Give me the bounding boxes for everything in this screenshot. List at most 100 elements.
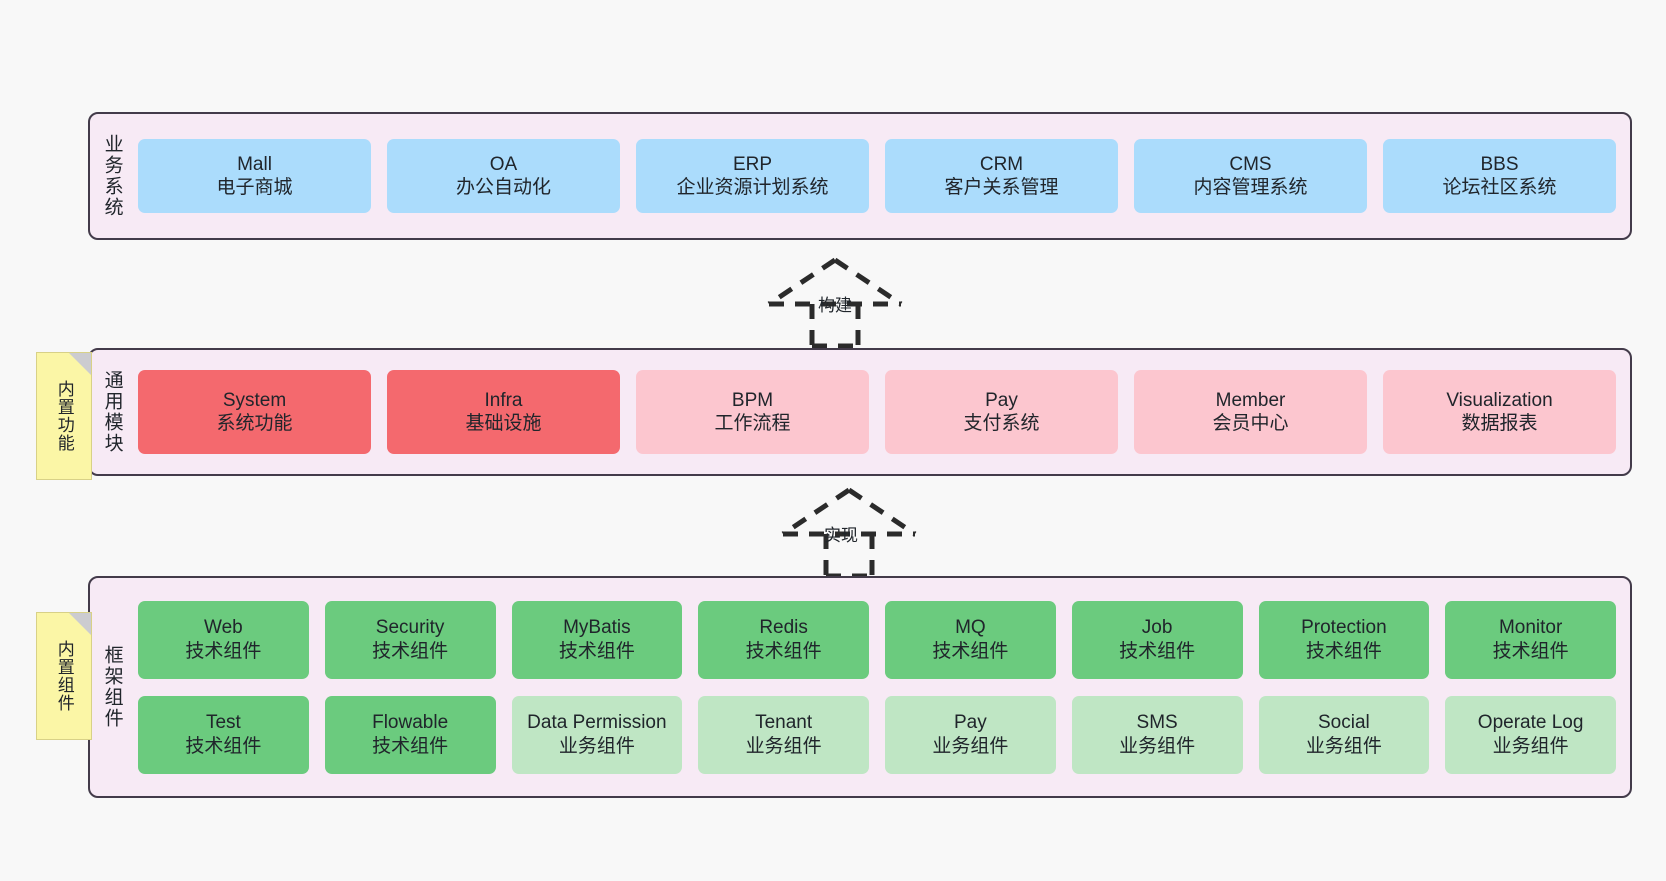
card-protection[interactable]: Protection 技术组件 [1258,600,1430,679]
card-pay-component[interactable]: Pay 业务组件 [885,695,1056,774]
card-title: SMS [1136,712,1178,734]
card-monitor[interactable]: Monitor 技术组件 [1445,600,1616,679]
card-sms[interactable]: SMS 业务组件 [1071,695,1243,774]
card-title: Member [1215,389,1286,411]
card-web[interactable]: Web 技术组件 [138,600,309,679]
card-subtitle: 企业资源计划系统 [676,177,829,198]
card-subtitle: 技术组件 [372,735,449,757]
card-title: BPM [731,389,774,411]
layer-body-business-system: Mall 电子商城 OA 办公自动化 ERP 企业资源计划系统 CRM 客户关系… [134,114,1630,238]
card-subtitle: 技术组件 [185,640,262,662]
card-title: Flowable [372,712,449,734]
card-subtitle: 工作流程 [714,413,791,434]
card-test[interactable]: Test 技术组件 [138,695,309,774]
card-subtitle: 业务组件 [932,735,1009,757]
card-subtitle: 技术组件 [1305,640,1382,662]
card-subtitle: 技术组件 [185,735,262,757]
card-mall[interactable]: Mall 电子商城 [138,139,371,213]
card-subtitle: 业务组件 [1492,735,1569,757]
card-title: CMS [1229,153,1272,175]
card-title: Data Permission [527,712,667,734]
card-flowable[interactable]: Flowable 技术组件 [324,695,496,774]
card-title: OA [489,153,518,175]
card-title: MyBatis [563,617,631,639]
card-title: Monitor [1498,617,1563,639]
card-subtitle: 技术组件 [372,640,449,662]
card-visualization[interactable]: Visualization 数据报表 [1383,370,1616,454]
card-title: Job [1141,617,1173,639]
card-title: Pay [985,389,1018,411]
connector-build-label: 构建 [818,296,852,315]
card-bpm[interactable]: BPM 工作流程 [636,370,869,454]
card-job[interactable]: Job 技术组件 [1071,600,1243,679]
card-subtitle: 业务组件 [558,735,635,757]
card-subtitle: 电子商城 [216,177,293,198]
card-subtitle: 数据报表 [1461,413,1538,434]
layer-framework-component: 框架组件 Web 技术组件 Security 技术组件 MyBatis 技术组件… [88,576,1632,798]
card-pay-module[interactable]: Pay 支付系统 [885,370,1118,454]
card-subtitle: 会员中心 [1212,413,1289,434]
card-tenant[interactable]: Tenant 业务组件 [698,695,869,774]
card-title: Visualization [1446,389,1553,411]
card-subtitle: 支付系统 [963,413,1040,434]
card-subtitle: 业务组件 [745,735,822,757]
card-subtitle: 技术组件 [1119,640,1196,662]
layer-common-module: 通用模块 System 系统功能 Infra 基础设施 BPM 工作流程 Pay… [88,348,1632,476]
card-subtitle: 系统功能 [216,413,293,434]
card-title: Infra [484,389,523,411]
card-subtitle: 客户关系管理 [944,177,1059,198]
card-title: Operate Log [1477,712,1584,734]
note-builtin-function: 内置功能 [36,352,92,480]
card-mybatis[interactable]: MyBatis 技术组件 [511,600,683,679]
note-builtin-component: 内置组件 [36,612,92,740]
card-title: ERP [732,153,773,175]
layer-body-common-module: System 系统功能 Infra 基础设施 BPM 工作流程 Pay 支付系统… [134,350,1630,474]
layer-title-common-module: 通用模块 [101,370,123,454]
card-system[interactable]: System 系统功能 [138,370,371,454]
card-title: Protection [1301,617,1387,639]
card-title: Redis [759,617,808,639]
layer-business-system: 业务系统 Mall 电子商城 OA 办公自动化 ERP 企业资源计划系统 CRM… [88,112,1632,240]
card-row: System 系统功能 Infra 基础设施 BPM 工作流程 Pay 支付系统… [138,370,1616,454]
card-security[interactable]: Security 技术组件 [324,600,496,679]
card-crm[interactable]: CRM 客户关系管理 [885,139,1118,213]
card-member[interactable]: Member 会员中心 [1134,370,1367,454]
layer-title-framework-component: 框架组件 [101,645,123,729]
card-title: Security [375,617,445,639]
card-title: Test [205,712,241,734]
card-operate-log[interactable]: Operate Log 业务组件 [1445,695,1616,774]
card-title: Mall [237,153,272,175]
card-erp[interactable]: ERP 企业资源计划系统 [636,139,869,213]
card-title: Web [204,617,243,639]
card-social[interactable]: Social 业务组件 [1258,695,1430,774]
card-row: Mall 电子商城 OA 办公自动化 ERP 企业资源计划系统 CRM 客户关系… [138,139,1616,213]
card-subtitle: 技术组件 [932,640,1009,662]
card-data-permission[interactable]: Data Permission 业务组件 [511,695,683,774]
card-title: CRM [979,153,1024,175]
card-row: Web 技术组件 Security 技术组件 MyBatis 技术组件 Redi… [138,600,1616,679]
card-bbs[interactable]: BBS 论坛社区系统 [1383,139,1616,213]
card-title: Pay [954,712,987,734]
card-title: BBS [1480,153,1519,175]
card-mq[interactable]: MQ 技术组件 [885,600,1056,679]
card-subtitle: 业务组件 [1305,735,1382,757]
card-subtitle: 内容管理系统 [1193,177,1308,198]
card-title: MQ [955,617,986,639]
card-subtitle: 技术组件 [1492,640,1569,662]
card-oa[interactable]: OA 办公自动化 [387,139,620,213]
connector-realize-label: 实现 [824,526,858,545]
card-subtitle: 技术组件 [745,640,822,662]
card-row: Test 技术组件 Flowable 技术组件 Data Permission … [138,695,1616,774]
card-cms[interactable]: CMS 内容管理系统 [1134,139,1367,213]
note-label: 内置功能 [54,380,74,452]
card-title: System [222,389,287,411]
card-subtitle: 基础设施 [465,413,542,434]
card-redis[interactable]: Redis 技术组件 [698,600,869,679]
card-infra[interactable]: Infra 基础设施 [387,370,620,454]
layer-title-business-system: 业务系统 [101,134,123,218]
card-subtitle: 论坛社区系统 [1442,177,1557,198]
card-subtitle: 业务组件 [1119,735,1196,757]
connector-build-arrow-icon [760,256,910,349]
card-subtitle: 办公自动化 [455,177,551,198]
